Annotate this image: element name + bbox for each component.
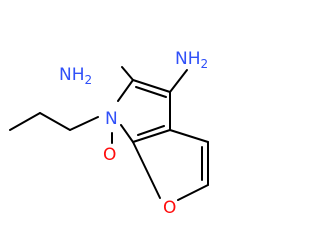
bond-c5-o — [177, 184, 209, 201]
bonds — [9, 66, 209, 201]
amine-left-subscript: 2 — [85, 73, 93, 87]
bond-c3a-c4 — [169, 129, 209, 143]
bond-ch-ch3b — [39, 112, 71, 131]
bond-c2-c3 — [132, 79, 171, 93]
bond-c3-nh2 — [169, 69, 188, 93]
furan-oxygen-label: O — [163, 198, 176, 218]
bond-ch3a-ch — [9, 112, 41, 131]
bond-o-c6a — [132, 141, 161, 199]
atom-labels: NH2 NH2 N O O — [59, 49, 208, 218]
bond-n-c2 — [117, 79, 134, 102]
bond-c3a-c6a-double — [137, 125, 165, 136]
amine-right-label: NH2 — [175, 49, 208, 71]
bond-c6a-n — [120, 124, 134, 143]
structure-diagram: NH2 NH2 N O O — [9, 49, 209, 218]
amine-left-label: NH2 — [59, 65, 92, 87]
amine-right-symbol: NH — [175, 49, 201, 69]
ring-nitrogen-label: N — [105, 109, 118, 129]
bond-ch-o — [69, 116, 99, 131]
amine-left-symbol: NH — [59, 65, 85, 85]
ether-oxygen-label: O — [103, 145, 116, 165]
bond-c2-nh2 — [121, 66, 134, 81]
bond-c2-c3-double — [135, 86, 167, 98]
bond-c3a-c6a — [132, 129, 171, 143]
amine-right-subscript: 2 — [201, 57, 209, 71]
